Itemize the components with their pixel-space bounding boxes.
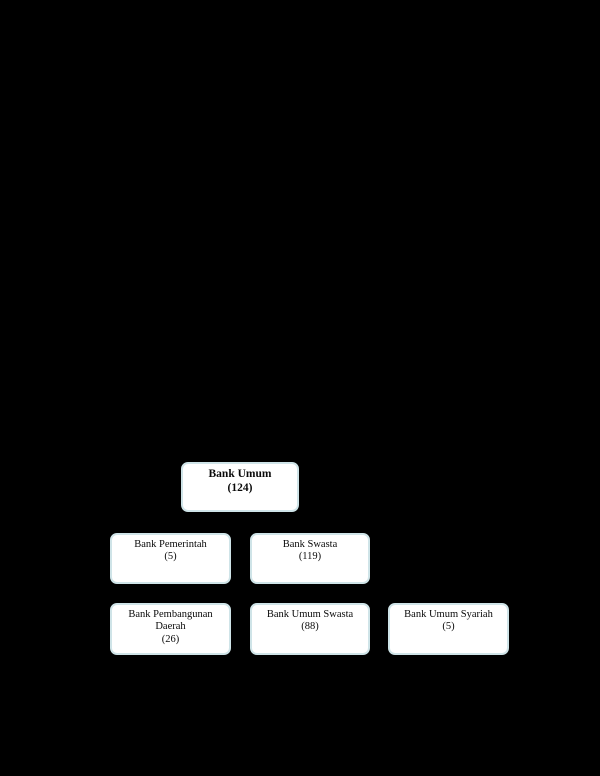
node-content: Bank Pemerintah (5) [112,535,229,564]
node-label: Bank Pemerintah [134,539,207,550]
node-content: Bank Swasta (119) [252,535,368,564]
node-content: Bank Umum Syariah (5) [390,605,507,634]
node-bank-umum[interactable]: Bank Umum (124) [181,462,299,512]
node-bank-pemerintah[interactable]: Bank Pemerintah (5) [110,533,231,584]
node-count: (5) [164,551,177,563]
node-content: Bank Pembangunan Daerah (26) [112,605,229,646]
node-count: (124) [227,481,253,494]
node-content: Bank Umum (124) [183,464,297,495]
node-label: Bank Pembangunan Daerah [128,609,213,633]
node-label: Bank Umum Syariah [404,609,493,620]
node-label: Bank Umum [208,468,272,480]
node-count: (26) [161,633,180,645]
node-count: (5) [442,621,455,633]
node-bank-swasta[interactable]: Bank Swasta (119) [250,533,370,584]
node-count: (119) [298,551,322,563]
node-bank-umum-swasta[interactable]: Bank Umum Swasta (88) [250,603,370,655]
node-count: (88) [301,621,319,633]
node-label: Bank Swasta [282,539,338,550]
node-bank-umum-syariah[interactable]: Bank Umum Syariah (5) [388,603,509,655]
node-content: Bank Umum Swasta (88) [252,605,368,634]
node-bank-pembangunan-daerah[interactable]: Bank Pembangunan Daerah (26) [110,603,231,655]
node-label: Bank Umum Swasta [266,609,354,620]
